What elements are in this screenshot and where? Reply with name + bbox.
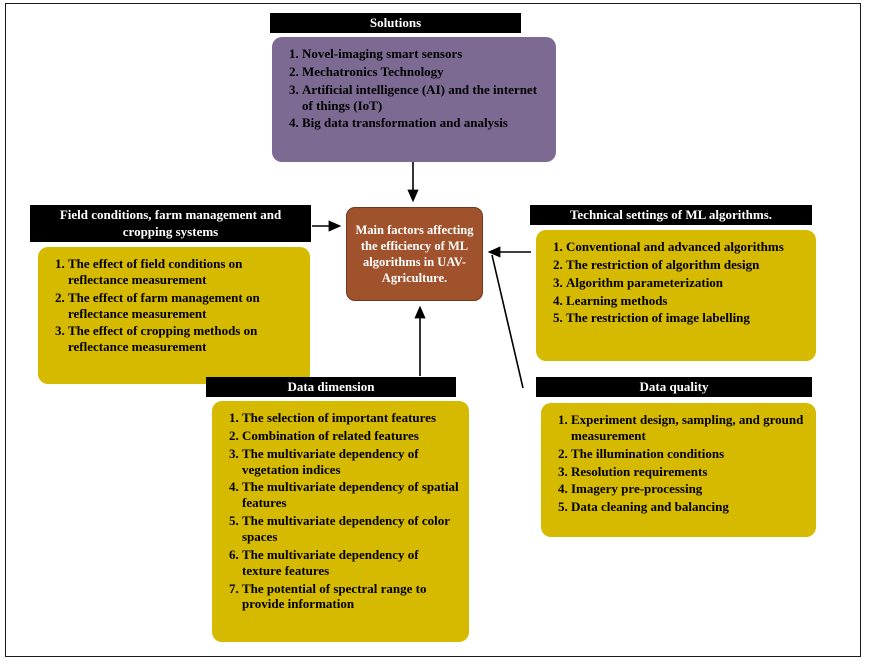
list-item: Big data transformation and analysis <box>302 115 548 131</box>
data-dimension-header: Data dimension <box>206 377 456 397</box>
solutions-title: Solutions <box>369 14 422 30</box>
field-conditions-header: Field conditions, farm management and cr… <box>30 205 311 242</box>
list-item: Imagery pre-processing <box>571 481 808 497</box>
list-item: Conventional and advanced algorithms <box>566 239 808 255</box>
data-quality-title: Data quality <box>639 378 709 394</box>
field-conditions-panel: The effect of field conditions on reflec… <box>38 247 310 384</box>
list-item: The effect of cropping methods on reflec… <box>68 323 302 355</box>
solutions-header: Solutions <box>270 13 521 33</box>
list-item: Learning methods <box>566 293 808 309</box>
technical-settings-header: Technical settings of ML algorithms. <box>530 205 812 225</box>
data-dimension-list: The selection of important featuresCombi… <box>216 410 461 612</box>
solutions-list: Novel-imaging smart sensorsMechatronics … <box>276 46 548 131</box>
solutions-panel: Novel-imaging smart sensorsMechatronics … <box>272 37 556 162</box>
field-conditions-title: Field conditions, farm management and cr… <box>59 206 282 239</box>
list-item: Algorithm parameterization <box>566 275 808 291</box>
list-item: The multivariate dependency of texture f… <box>242 547 461 579</box>
field-conditions-list: The effect of field conditions on reflec… <box>42 256 302 355</box>
data-dimension-panel: The selection of important featuresCombi… <box>212 401 469 642</box>
list-item: The restriction of algorithm design <box>566 257 808 273</box>
list-item: The potential of spectral range to provi… <box>242 581 461 613</box>
list-item: Data cleaning and balancing <box>571 499 808 515</box>
list-item: The multivariate dependency of color spa… <box>242 513 461 545</box>
list-item: Combination of related features <box>242 428 461 444</box>
center-title: Main factors affecting the efficiency of… <box>355 222 474 286</box>
list-item: The multivariate dependency of vegetatio… <box>242 446 461 478</box>
outer-frame <box>5 3 861 657</box>
list-item: The multivariate dependency of spatial f… <box>242 479 461 511</box>
list-item: The effect of farm management on reflect… <box>68 290 302 322</box>
list-item: The effect of field conditions on reflec… <box>68 256 302 288</box>
data-quality-panel: Experiment design, sampling, and ground … <box>541 403 816 537</box>
list-item: Mechatronics Technology <box>302 64 548 80</box>
list-item: Artificial intelligence (AI) and the int… <box>302 82 548 114</box>
technical-settings-panel: Conventional and advanced algorithmsThe … <box>536 230 816 361</box>
data-quality-list: Experiment design, sampling, and ground … <box>545 412 808 515</box>
list-item: Novel-imaging smart sensors <box>302 46 548 62</box>
technical-settings-list: Conventional and advanced algorithmsThe … <box>540 239 808 326</box>
technical-settings-title: Technical settings of ML algorithms. <box>569 206 773 222</box>
center-box: Main factors affecting the efficiency of… <box>346 207 483 301</box>
data-quality-header: Data quality <box>536 377 812 397</box>
list-item: Resolution requirements <box>571 464 808 480</box>
list-item: Experiment design, sampling, and ground … <box>571 412 808 444</box>
list-item: The restriction of image labelling <box>566 310 808 326</box>
list-item: The illumination conditions <box>571 446 808 462</box>
list-item: The selection of important features <box>242 410 461 426</box>
data-dimension-title: Data dimension <box>287 378 375 394</box>
